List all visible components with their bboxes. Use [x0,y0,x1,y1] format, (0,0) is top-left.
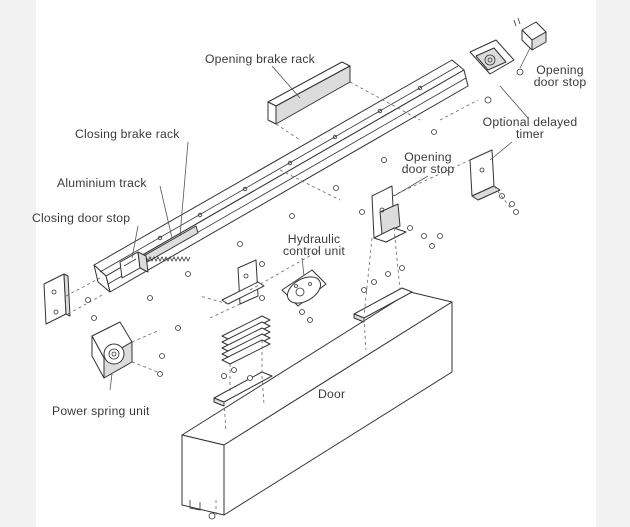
right-margin [596,0,630,527]
optional-delayed-timer [469,39,524,104]
label-hydraulic-control-unit-line1: Hydraulic [287,232,341,246]
label-power-spring-unit: Power spring unit [52,404,150,418]
label-opening-brake-rack: Opening brake rack [205,52,315,66]
label-optional-delayed-timer-line2: timer [515,127,545,141]
label-closing-door-stop: Closing door stop [32,211,131,225]
opening-door-stop-top [513,17,547,51]
upper-bracket-left [221,259,265,305]
leader-lines [109,47,531,391]
label-hydraulic-control-unit-line2: control unit [282,244,346,258]
hydraulic-control-unit [281,269,327,323]
assembly-lines [65,99,513,433]
label-opening-door-stop-top-line2: door stop [533,75,587,89]
label-opening-door-stop-mid-line1: Opening [404,150,452,164]
end-plate [43,273,71,325]
door [181,291,453,520]
opening-door-stop-mid [469,149,519,215]
label-opening-door-stop-top: Opening door stop [530,64,590,88]
label-door: Door [318,387,346,401]
aluminium-track [93,59,469,293]
closing-door-stop [119,251,149,279]
lower-bracket-right [353,287,413,323]
label-aluminium-track: Aluminium track [57,176,147,190]
left-margin [0,0,36,527]
upper-bracket-right [371,185,407,243]
opening-brake-rack [267,61,421,141]
finned-block [221,315,271,365]
label-opening-door-stop-mid-line2: door stop [401,162,455,176]
label-closing-brake-rack: Closing brake rack [75,127,180,141]
lower-bracket-left [213,371,273,407]
label-optional-delayed-timer: Optional delayed timer [476,116,584,140]
label-optional-delayed-timer-line1: Optional delayed [482,115,578,129]
label-opening-door-stop-mid: Opening door stop [398,151,458,175]
screws [85,129,443,381]
power-spring-unit [91,321,133,379]
label-opening-door-stop-top-line1: Opening [536,63,584,77]
label-hydraulic-control-unit: Hydraulic control unit [274,233,354,257]
